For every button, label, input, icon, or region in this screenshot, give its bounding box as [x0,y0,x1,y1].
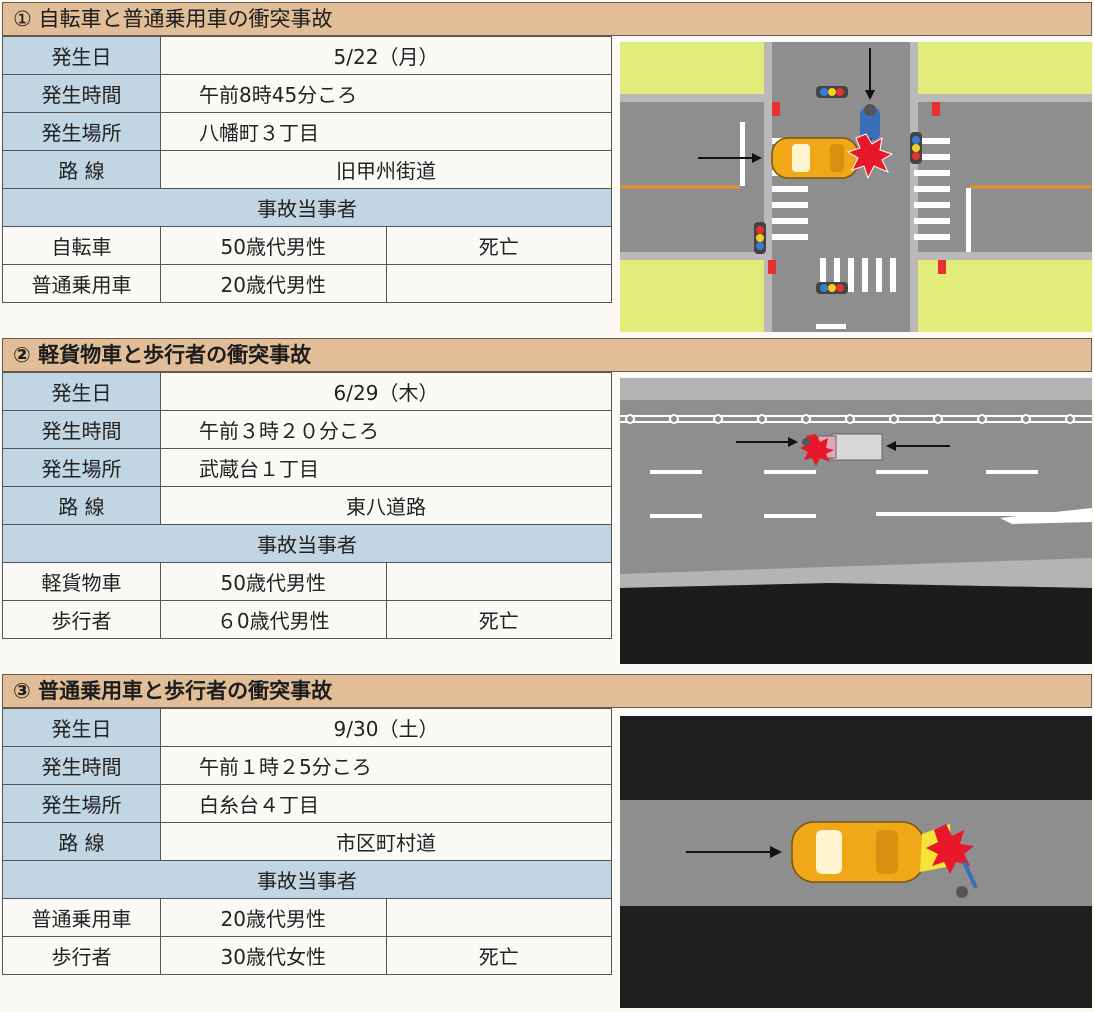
party-row: 自転車 50歳代男性 死亡 [2,226,612,265]
place-label: 発生場所 [2,112,161,151]
impact-icon [846,133,894,180]
party-age: 30歳代女性 [160,936,387,975]
street-diagram [620,716,1092,1008]
accident-header: ③ 普通乗用車と歩行者の衝突事故 [2,674,1092,708]
date-label: 発生日 [2,36,161,75]
time-value: 午前8時45分ころ [160,74,612,113]
accident-info-table: 発生日 9/30（土） 発生時間 午前１時２5分ころ 発生場所 白糸台４丁目 路… [2,708,612,975]
party-name: 歩行者 [2,936,161,975]
truck-icon [817,433,883,461]
party-row: 普通乗用車 20歳代男性 [2,264,612,303]
route-label: 路 線 [2,822,161,861]
party-age: 50歳代男性 [160,226,387,265]
direction-arrow-icon [698,153,762,163]
party-outcome [385,898,612,937]
route-value: 旧甲州街道 [160,150,612,189]
party-name: 普通乗用車 [2,264,161,303]
time-value: 午前１時２5分ころ [160,746,612,785]
place-value: 白糸台４丁目 [160,784,612,823]
party-outcome [385,562,612,601]
route-value: 東八道路 [160,486,612,525]
time-label: 発生時間 [2,410,161,449]
date-value: 5/22（月） [160,36,612,75]
time-value: 午前３時２０分ころ [160,410,612,449]
place-label: 発生場所 [2,448,161,487]
party-age: 20歳代男性 [160,264,387,303]
party-row: 普通乗用車 20歳代男性 [2,898,612,937]
parties-label: 事故当事者 [2,188,612,227]
pedestrian-icon [802,438,810,446]
party-outcome: 死亡 [385,600,612,639]
parties-label: 事故当事者 [2,860,612,899]
impact-icon [926,824,974,874]
party-name: 歩行者 [2,600,161,639]
party-outcome: 死亡 [385,226,612,265]
direction-arrow-icon [736,437,798,447]
party-age: 20歳代男性 [160,898,387,937]
route-label: 路 線 [2,150,161,189]
party-outcome: 死亡 [385,936,612,975]
party-row: 軽貨物車 50歳代男性 [2,562,612,601]
road-diagram [620,378,1092,664]
date-label: 発生日 [2,372,161,411]
traffic-light-icon [816,86,848,98]
traffic-light-icon [754,222,766,254]
date-label: 発生日 [2,708,161,747]
accident-header: ② 軽貨物車と歩行者の衝突事故 [2,338,1092,372]
party-age: ６0歳代男性 [160,600,387,639]
place-value: 八幡町３丁目 [160,112,612,151]
direction-arrow-icon [886,441,950,451]
route-value: 市区町村道 [160,822,612,861]
time-label: 発生時間 [2,74,161,113]
place-label: 発生場所 [2,784,161,823]
pedestrian-icon [956,861,978,898]
route-label: 路 線 [2,486,161,525]
party-outcome [385,264,612,303]
direction-arrow-icon [865,48,875,100]
direction-arrow-icon [686,846,782,858]
date-value: 9/30（土） [160,708,612,747]
accident-info-table: 発生日 6/29（木） 発生時間 午前３時２０分ころ 発生場所 武蔵台１丁目 路… [2,372,612,639]
traffic-light-icon [816,282,848,294]
time-label: 発生時間 [2,746,161,785]
intersection-diagram [620,42,1092,332]
party-name: 普通乗用車 [2,898,161,937]
party-name: 自転車 [2,226,161,265]
party-row: 歩行者 30歳代女性 死亡 [2,936,612,975]
parties-label: 事故当事者 [2,524,612,563]
date-value: 6/29（木） [160,372,612,411]
car-icon [771,137,859,179]
party-name: 軽貨物車 [2,562,161,601]
accident-info-table: 発生日 5/22（月） 発生時間 午前8時45分ころ 発生場所 八幡町３丁目 路… [2,36,612,303]
car-icon [791,821,925,883]
traffic-light-icon [910,132,922,164]
place-value: 武蔵台１丁目 [160,448,612,487]
party-age: 50歳代男性 [160,562,387,601]
accident-header: ① 自転車と普通乗用車の衝突事故 [2,2,1092,36]
party-row: 歩行者 ６0歳代男性 死亡 [2,600,612,639]
